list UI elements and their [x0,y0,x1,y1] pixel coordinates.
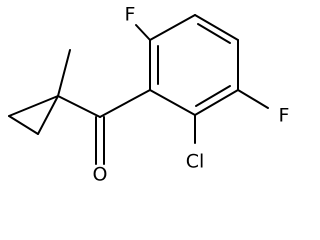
bond-ring-6 [149,89,196,116]
atom-label-f-right: F [279,105,290,127]
bond-f-top [135,24,151,41]
atom-label-f-top: F [125,4,136,26]
bond-f-right [237,89,269,109]
bond-cyclopropyl-b [8,115,39,135]
molecule-structure: F F Cl O [8,4,290,186]
bond-cyclopropyl-c [37,95,59,135]
bond-ring-inner-3 [195,85,231,107]
atom-label-cl: Cl [186,151,205,173]
bond-methyl [57,49,71,97]
bond-c-carbonyl [57,95,101,118]
bond-carbonyl-ring [99,89,151,118]
bond-cyclopropyl-a [8,95,59,117]
bond-ring-2 [149,14,196,41]
bond-ring-5 [194,89,239,116]
atom-label-o: O [93,164,108,186]
bond-ring-3 [194,14,239,41]
bond-ring-inner-2 [197,23,231,44]
